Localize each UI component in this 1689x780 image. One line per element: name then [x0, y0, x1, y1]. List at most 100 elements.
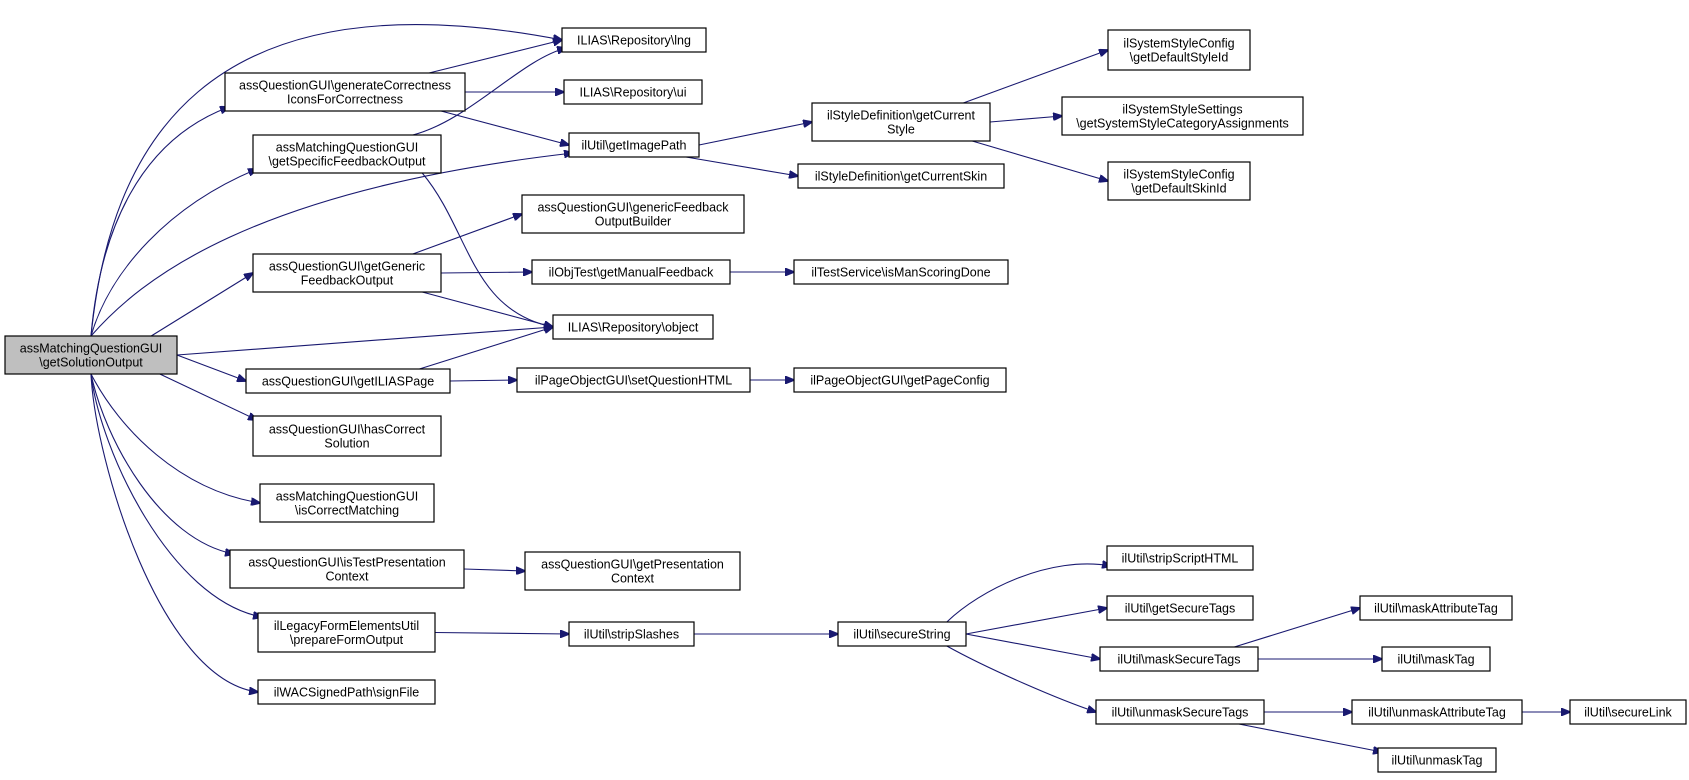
node-maskTag[interactable]: ilUtil\maskTag [1381, 646, 1491, 672]
node-unmaskTag[interactable]: ilUtil\unmaskTag [1377, 747, 1497, 773]
edge-secStr-to-maskSec [965, 633, 1100, 659]
node-defSkinId-label-0: ilSystemStyleConfig [1123, 168, 1234, 182]
edges [90, 24, 1570, 752]
node-signFile-label-0: ilWACSignedPath\signFile [274, 686, 419, 700]
node-genCorr-label-0: assQuestionGUI\generateCorrectness [239, 79, 451, 93]
node-legacy-label-0: ilLegacyFormElementsUtil [274, 619, 419, 633]
node-isTestPres-label-1: Context [325, 570, 369, 584]
node-pageConfig[interactable]: ilPageObjectGUI\getPageConfig [793, 367, 1007, 393]
node-genFbBuilder[interactable]: assQuestionGUI\genericFeedbackOutputBuil… [521, 194, 745, 234]
node-isCorrMatch-box [259, 483, 435, 523]
node-legacy[interactable]: ilLegacyFormElementsUtil\prepareFormOutp… [257, 612, 436, 653]
node-catAssign[interactable]: ilSystemStyleSettings\getSystemStyleCate… [1061, 96, 1304, 136]
node-curSkin[interactable]: ilStyleDefinition\getCurrentSkin [797, 163, 1005, 189]
node-isCorrMatch-label-0: assMatchingQuestionGUI [276, 490, 418, 504]
node-secLink[interactable]: ilUtil\secureLink [1569, 699, 1687, 725]
edge-root-to-isCorrMatch [90, 373, 260, 503]
node-maskSec-label-0: ilUtil\maskSecureTags [1118, 653, 1241, 667]
node-secStr-box [837, 621, 967, 647]
node-isCorrMatch[interactable]: assMatchingQuestionGUI\isCorrectMatching [259, 483, 435, 523]
node-ui[interactable]: ILIAS\Repository\ui [563, 79, 703, 105]
edge-iliasPage-to-setQHtml [449, 380, 517, 381]
node-legacy-box [257, 612, 436, 653]
node-maskAttr-box [1359, 595, 1513, 621]
node-isCorrMatch-label-1: \isCorrectMatching [295, 504, 399, 518]
node-specFb-box [252, 134, 442, 174]
node-secTags[interactable]: ilUtil\getSecureTags [1106, 595, 1254, 621]
node-strip[interactable]: ilUtil\stripSlashes [568, 621, 695, 647]
node-manualFb[interactable]: ilObjTest\getManualFeedback [531, 259, 731, 285]
node-getPres-box [524, 551, 741, 591]
node-object-label-0: ILIAS\Repository\object [568, 321, 699, 335]
node-unmaskAttr-label-0: ilUtil\unmaskAttributeTag [1368, 706, 1506, 720]
node-genCorr-label-1: IconsForCorrectness [287, 93, 403, 107]
edge-root-to-signFile [90, 373, 258, 692]
node-manScoring[interactable]: ilTestService\isManScoringDone [793, 259, 1009, 285]
node-setQHtml-box [516, 367, 751, 393]
edge-specFb-to-lng [412, 48, 566, 136]
node-maskSec[interactable]: ilUtil\maskSecureTags [1099, 646, 1259, 672]
node-unmaskTag-label-0: ilUtil\unmaskTag [1391, 754, 1482, 768]
node-lng[interactable]: ILIAS\Repository\lng [561, 27, 707, 53]
node-specFb-label-0: assMatchingQuestionGUI [276, 141, 418, 155]
node-curSkin-box [797, 163, 1005, 189]
node-ui-box [563, 79, 703, 105]
node-imgPath[interactable]: ilUtil\getImagePath [568, 132, 700, 158]
edge-root-to-genCorr [90, 107, 229, 337]
node-lng-box [561, 27, 707, 53]
node-pageConfig-label-0: ilPageObjectGUI\getPageConfig [810, 374, 989, 388]
node-setQHtml-label-0: ilPageObjectGUI\setQuestionHTML [535, 374, 732, 388]
node-object[interactable]: ILIAS\Repository\object [552, 314, 714, 340]
node-hasCorrect-label-0: assQuestionGUI\hasCorrect [269, 423, 426, 437]
edge-specFb-to-object [421, 172, 553, 327]
edge-root-to-legacy [90, 373, 262, 617]
node-genCorr[interactable]: assQuestionGUI\generateCorrectnessIconsF… [224, 72, 466, 112]
node-isTestPres-label-0: assQuestionGUI\isTestPresentation [248, 556, 445, 570]
node-pageConfig-box [793, 367, 1007, 393]
node-setQHtml[interactable]: ilPageObjectGUI\setQuestionHTML [516, 367, 751, 393]
node-getPres-label-0: assQuestionGUI\getPresentation [541, 558, 724, 572]
node-genFbBuilder-label-1: OutputBuilder [595, 215, 671, 229]
edge-genFb-to-manualFb [440, 272, 532, 273]
node-legacy-label-1: \prepareFormOutput [290, 633, 404, 647]
edge-curStyle-to-defSkinId [972, 140, 1108, 181]
node-stripScript-label-0: ilUtil\stripScriptHTML [1122, 552, 1239, 566]
node-maskSec-box [1099, 646, 1259, 672]
node-secLink-box [1569, 699, 1687, 725]
edge-root-to-isTestPres [90, 373, 234, 554]
node-defSkinId[interactable]: ilSystemStyleConfig\getDefaultSkinId [1107, 161, 1251, 201]
node-manualFb-label-0: ilObjTest\getManualFeedback [549, 266, 714, 280]
edge-imgPath-to-curSkin [685, 156, 798, 176]
edge-maskSec-to-maskAttr [1234, 608, 1360, 648]
edge-secStr-to-unmaskSec [946, 645, 1096, 712]
node-genFbBuilder-label-0: assQuestionGUI\genericFeedback [537, 201, 729, 215]
edge-isTestPres-to-getPres [463, 569, 525, 571]
node-maskTag-box [1381, 646, 1491, 672]
node-root[interactable]: assMatchingQuestionGUI\getSolutionOutput [4, 335, 178, 375]
node-unmaskAttr[interactable]: ilUtil\unmaskAttributeTag [1351, 699, 1523, 725]
edge-imgPath-to-curStyle [698, 122, 812, 146]
edge-root-to-object [176, 327, 553, 356]
node-stripScript[interactable]: ilUtil\stripScriptHTML [1106, 545, 1254, 571]
node-manScoring-box [793, 259, 1009, 285]
node-isTestPres-box [229, 549, 465, 589]
node-curStyle-label-0: ilStyleDefinition\getCurrent [827, 109, 976, 123]
node-unmaskSec[interactable]: ilUtil\unmaskSecureTags [1095, 699, 1265, 725]
node-maskAttr[interactable]: ilUtil\maskAttributeTag [1359, 595, 1513, 621]
node-secStr[interactable]: ilUtil\secureString [837, 621, 967, 647]
node-signFile[interactable]: ilWACSignedPath\signFile [257, 679, 436, 705]
node-catAssign-label-1: \getSystemStyleCategoryAssignments [1076, 117, 1289, 131]
node-defStyleId[interactable]: ilSystemStyleConfig\getDefaultStyleId [1107, 29, 1251, 71]
edge-legacy-to-strip [434, 633, 569, 635]
node-iliasPage[interactable]: assQuestionGUI\getILIASPage [245, 368, 451, 394]
node-secTags-box [1106, 595, 1254, 621]
edge-secStr-to-secTags [965, 608, 1107, 635]
node-manualFb-box [531, 259, 731, 285]
node-specFb[interactable]: assMatchingQuestionGUI\getSpecificFeedba… [252, 134, 442, 174]
